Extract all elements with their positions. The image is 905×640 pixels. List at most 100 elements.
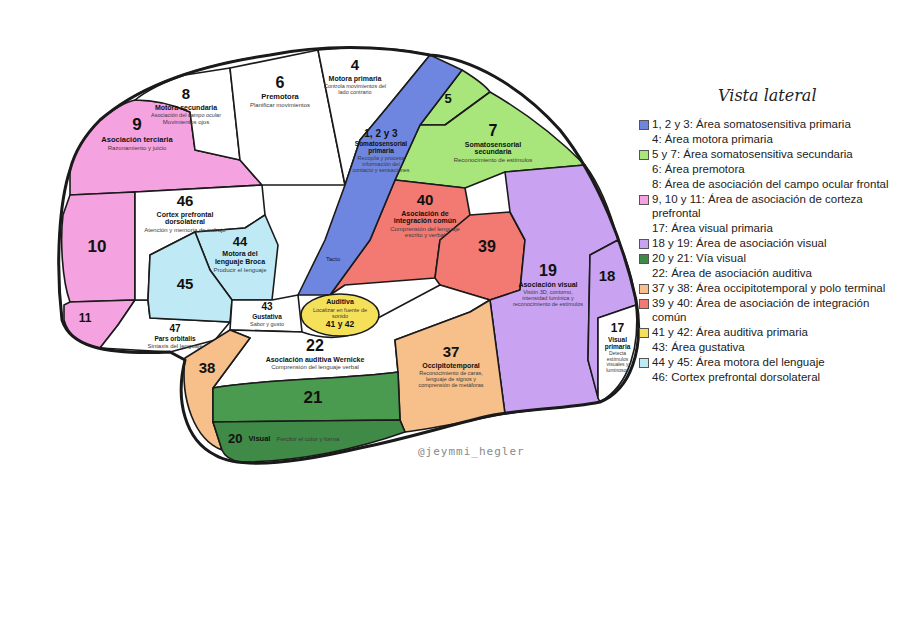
legend-swatch: [639, 120, 649, 130]
brain-area: 4Motora primariaControla movimientos del…: [322, 57, 388, 95]
area-number: 37: [443, 344, 460, 361]
legend-row: 17: Área visual primaria: [652, 222, 898, 236]
area-description: Atención y memoria de trabajo: [144, 227, 225, 234]
area-number: 18: [599, 268, 616, 285]
area-description: Reconocimiento de caras, lenguaje de sig…: [410, 370, 492, 388]
area-number: 8: [182, 86, 190, 103]
legend-text: 37 y 38: Área occipitotemporal y polo te…: [652, 282, 885, 294]
area-name: Premotora: [261, 93, 299, 101]
area-number: 44: [233, 235, 247, 249]
legend-swatch: [639, 195, 649, 205]
area-description: Movimientos ojos: [163, 119, 209, 126]
legend-text: 4: Área motora primaria: [652, 133, 773, 145]
brain-area: 45: [165, 276, 205, 293]
area-number: 4: [351, 57, 359, 74]
legend-row: 44 y 45: Área motora del lenguaje: [652, 356, 898, 370]
area-name: Occipitotemporal: [422, 362, 480, 370]
legend-text: 39 y 40: Área de asociación de integraci…: [652, 297, 869, 323]
area-name: Asociación visual: [518, 281, 577, 289]
area-number: 11: [79, 312, 92, 325]
legend-swatch: [639, 284, 649, 294]
brain-area: 21: [278, 389, 348, 408]
area-name: Pars orbitalis: [154, 335, 195, 342]
area-description: Percibir el color y forma: [276, 436, 339, 443]
brain-area: 47Pars orbitalisSintaxis del lenguaje: [130, 323, 220, 350]
area-name: Motora secundaria: [155, 104, 217, 112]
legend-row: 5 y 7: Área somatosensitiva secundaria: [652, 148, 898, 162]
area-number: Auditiva: [326, 298, 354, 306]
watermark: @jeymmi_hegler: [418, 446, 525, 458]
brain-area: 20 Visual Percibir el color y forma: [228, 432, 396, 446]
area-description: Reconocimiento de estímulos: [454, 157, 533, 164]
brain-area: 17Visual primariaDetecta estímulos visua…: [600, 322, 635, 373]
legend-row: 18 y 19: Área de asociación visual: [652, 237, 898, 251]
area-description: Asociación del campo ocular: [151, 112, 221, 118]
area-name: Somatosensorial primaria: [352, 140, 410, 154]
legend-row: 6: Área premotora: [652, 163, 898, 177]
area-name: Asociación terciaria: [101, 136, 172, 144]
area-name: Motora primaria: [329, 75, 382, 83]
area-description: Detecta estímulos visuales y luminosos: [600, 351, 635, 373]
area-number: 43: [261, 301, 272, 312]
brain-area: 18: [592, 268, 622, 285]
area-name: Localizar en fuente de sonido: [305, 307, 375, 319]
brain-area: 7Somatosensorial secundariaReconocimient…: [447, 122, 539, 164]
area-name: Visual: [248, 435, 270, 443]
legend-text: 41 y 42: Área auditiva primaria: [652, 326, 808, 338]
brain-area: 22Asociación auditiva WernickeComprensió…: [255, 337, 375, 371]
legend-row: 1, 2 y 3: Área somatosensitiva primaria: [652, 118, 898, 132]
area-name: Motora del lenguaje Broca: [208, 250, 272, 265]
legend-row: 37 y 38: Área occipitotemporal y polo te…: [652, 282, 898, 296]
legend-text: 46: Cortex prefrontal dorsolateral: [652, 371, 820, 383]
legend-row: 4: Área motora primaria: [652, 133, 898, 147]
legend-text: 1, 2 y 3: Área somatosensitiva primaria: [652, 118, 851, 130]
area-description: Planificar movimientos: [250, 102, 310, 109]
area-description: Producir el lenguaje: [213, 267, 266, 274]
brain-area: 10: [72, 238, 122, 257]
legend-text: 20 y 21: Vía visual: [652, 252, 746, 264]
brain-area: 44Motora del lenguaje BrocaProducir el l…: [208, 235, 272, 273]
brain-area: 38: [190, 360, 224, 377]
area-number: 19: [539, 262, 557, 280]
legend-row: 20 y 21: Vía visual: [652, 252, 898, 266]
area-number: 7: [489, 122, 498, 140]
brain-area: 5: [437, 92, 459, 106]
area-description: Recopila y procesa información del conta…: [352, 155, 410, 173]
legend-row: 8: Área de asociación del campo ocular f…: [652, 178, 898, 192]
legend-swatch: [639, 358, 649, 368]
brain-area: 8Motora secundariaAsociación del campo o…: [143, 86, 229, 126]
brain-area: 1, 2 y 3Somatosensorial primariaRecopila…: [352, 128, 410, 173]
brain-area: 40Asociación de integración comúnCompren…: [385, 192, 465, 239]
area-number: 20: [228, 432, 242, 446]
area-number: 40: [417, 192, 434, 209]
area-description: Razonamiento y juicio: [108, 145, 167, 152]
legend: 1, 2 y 3: Área somatosensitiva primaria 4…: [652, 118, 898, 386]
brain-area: 11: [70, 312, 100, 325]
legend-title: Vista lateral: [718, 86, 817, 105]
legend-swatch: [639, 299, 649, 309]
legend-swatch: [639, 150, 649, 160]
area-number: 10: [88, 238, 107, 257]
area-name: Asociación de integración común: [385, 210, 465, 225]
legend-text: 6: Área premotora: [652, 163, 745, 175]
area-number: 47: [169, 323, 180, 334]
area-description: Sabor y gusto: [250, 321, 284, 327]
area-number: 1, 2 y 3: [364, 128, 397, 139]
brain-area: 43GustativaSabor y gusto: [238, 301, 296, 327]
legend-swatch: [639, 328, 649, 338]
area-description: Comprensión del lenguaje escrito y verba…: [385, 226, 465, 239]
area-number: 39: [478, 238, 496, 256]
area-name: Cortex prefrontal dorsolateral: [140, 211, 230, 226]
area-number: 22: [306, 337, 324, 355]
area-number: 21: [304, 389, 323, 408]
legend-text: 22: Área de asociación auditiva: [652, 267, 812, 279]
brain-area: AuditivaLocalizar en fuente de sonido41 …: [305, 298, 375, 329]
area-name: Asociación auditiva Wernicke: [266, 356, 365, 364]
area-description: Visión 3D, contorno, intensidad lumínica…: [512, 289, 584, 307]
legend-text: 5 y 7: Área somatosensitiva secundaria: [652, 148, 853, 160]
brain-area: 19Asociación visualVisión 3D, contorno, …: [512, 262, 584, 307]
region-note: Tacto: [326, 256, 340, 263]
area-description: 41 y 42: [326, 320, 354, 329]
area-number: 5: [444, 92, 451, 106]
legend-swatch: [639, 254, 649, 264]
